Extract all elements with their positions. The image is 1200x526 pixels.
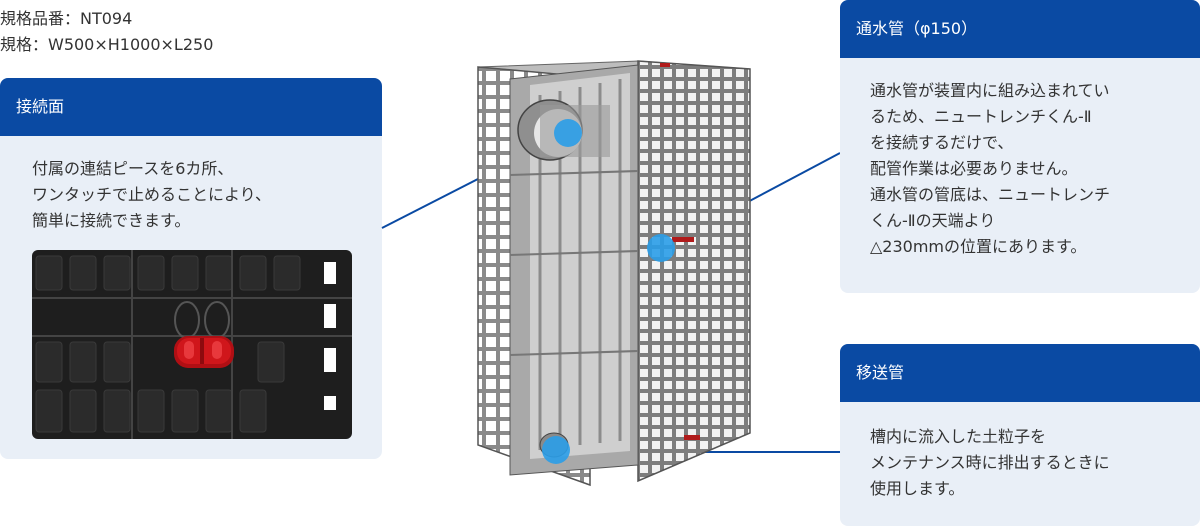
water-pipe-text-line: 通水管の管底は、ニュートレンチ <box>870 185 1111 204</box>
water-pipe-text-line: を接続するだけで、 <box>870 133 1014 152</box>
water-pipe-text-line: くん-Ⅱの天端より <box>870 211 996 230</box>
connector-photo <box>32 250 352 439</box>
water-pipe-text-line: 配管作業は必要ありません。 <box>870 159 1078 178</box>
water-pipe-text-line: るため、ニュートレンチくん-Ⅱ <box>870 107 1092 126</box>
water-pipe-callout-title: 通水管（φ150） <box>840 0 1200 58</box>
connection-text-line: ワンタッチで止めることにより、 <box>32 185 272 204</box>
spec-block: 規格品番：NT094 規格：W500×H1000×L250 <box>0 6 213 58</box>
spec-product-number: 規格品番：NT094 <box>0 9 133 28</box>
water-pipe-marker <box>554 119 582 147</box>
water-pipe-callout-text: 通水管が装置内に組み込まれてい るため、ニュートレンチくん-Ⅱ を接続するだけで… <box>840 58 1200 260</box>
connection-text-line: 簡単に接続できます。 <box>32 211 191 230</box>
connection-face-marker <box>647 234 675 262</box>
water-pipe-text-line: 通水管が装置内に組み込まれてい <box>870 81 1110 100</box>
connection-callout-card: 接続面 付属の連結ピースを6カ所、 ワンタッチで止めることにより、 簡単に接続で… <box>0 78 382 459</box>
transfer-pipe-marker <box>542 436 570 464</box>
transfer-pipe-callout-text: 槽内に流入した土粒子を メンテナンス時に排出するときに 使用します。 <box>840 402 1200 502</box>
connection-callout-title: 接続面 <box>0 78 382 136</box>
water-pipe-text-line: △230mmの位置にあります。 <box>870 237 1087 256</box>
transfer-pipe-text-line: 使用します。 <box>870 479 965 498</box>
transfer-pipe-text-line: メンテナンス時に排出するときに <box>870 453 1110 472</box>
transfer-pipe-callout-title: 移送管 <box>840 344 1200 402</box>
connection-text-line: 付属の連結ピースを6カ所、 <box>32 159 234 178</box>
red-connector-piece <box>174 336 234 368</box>
device-illustration <box>477 60 751 487</box>
spec-dimensions: 規格：W500×H1000×L250 <box>0 35 214 54</box>
water-pipe-callout-card: 通水管（φ150） 通水管が装置内に組み込まれてい るため、ニュートレンチくん-… <box>840 0 1200 293</box>
connection-callout-text: 付属の連結ピースを6カ所、 ワンタッチで止めることにより、 簡単に接続できます。 <box>0 136 382 234</box>
transfer-pipe-text-line: 槽内に流入した土粒子を <box>870 427 1047 446</box>
transfer-pipe-callout-card: 移送管 槽内に流入した土粒子を メンテナンス時に排出するときに 使用します。 <box>840 344 1200 526</box>
